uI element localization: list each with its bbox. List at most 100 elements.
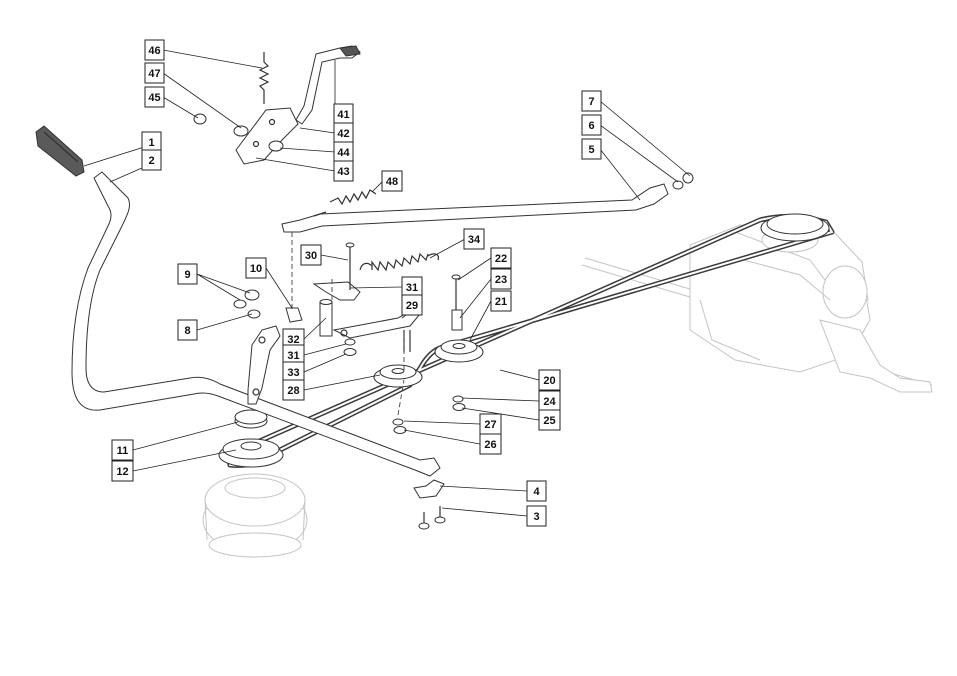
callout-label: 33 (287, 367, 299, 379)
washers-31-33 (343, 338, 357, 356)
washer-47 (233, 125, 249, 137)
callout-label: 22 (495, 253, 507, 265)
callout-label: 7 (588, 96, 594, 108)
callout-43: 43 (333, 160, 354, 182)
bracket-4 (413, 479, 445, 499)
callout-label: 41 (337, 109, 349, 121)
callout-label: 10 (250, 263, 262, 275)
callout-3: 3 (526, 505, 547, 527)
callout-label: 11 (117, 445, 129, 457)
callout-label: 8 (184, 325, 190, 337)
callout-12: 12 (111, 460, 134, 482)
callout-23: 23 (490, 268, 512, 290)
transmission-ghost (581, 219, 933, 393)
bushing-32 (319, 299, 333, 337)
callout-5: 5 (581, 138, 602, 160)
callout-label: 27 (484, 419, 496, 431)
callout-label: 43 (337, 166, 349, 178)
callout-41: 41 (333, 103, 354, 125)
callout-26: 26 (479, 433, 502, 455)
nut-45 (193, 113, 207, 125)
callout-label: 20 (543, 375, 555, 387)
callout-34: 34 (463, 228, 485, 250)
callout-45: 45 (144, 86, 165, 108)
callout-22: 22 (490, 247, 512, 269)
rod-dash-line (291, 232, 405, 416)
callout-30: 30 (300, 244, 322, 266)
callout-7: 7 (581, 90, 602, 112)
callout-44: 44 (333, 141, 354, 163)
spacer-23 (451, 309, 463, 331)
callout-label: 25 (543, 415, 555, 427)
knob-44 (268, 140, 284, 152)
callout-32: 32 (282, 328, 305, 350)
callout-2: 2 (141, 149, 162, 171)
callout-29: 29 (401, 294, 423, 316)
callout-label: 24 (543, 396, 556, 408)
callout-label: 3 (533, 511, 539, 523)
screws-3 (418, 506, 446, 530)
callout-31a: 31 (401, 276, 423, 298)
spring-48 (329, 189, 377, 206)
callout-46: 46 (144, 39, 165, 61)
callout-4: 4 (526, 480, 547, 502)
washer-8 (247, 309, 261, 319)
callout-label: 31 (287, 350, 299, 362)
callout-label: 47 (148, 68, 160, 80)
callout-42: 42 (333, 122, 354, 144)
pin-10 (285, 307, 303, 323)
callout-label: 30 (305, 250, 317, 262)
pedal-lever (71, 171, 441, 477)
fittings-6-7 (672, 172, 694, 190)
idler-pulley-28 (373, 364, 423, 388)
callout-label: 46 (148, 45, 160, 57)
electric-clutch-ghost (202, 473, 308, 558)
callout-21: 21 (490, 290, 512, 312)
washers-9 (233, 289, 260, 309)
callout-label: 31 (406, 282, 418, 294)
callout-20: 20 (538, 369, 561, 391)
callout-label: 45 (148, 92, 160, 104)
rod-5 (281, 183, 669, 233)
pin-29 (403, 330, 411, 352)
callout-label: 48 (386, 176, 398, 188)
callouts: 46 47 45 41 42 44 43 1 2 48 7 6 5 34 30 … (111, 39, 602, 527)
callout-label: 1 (148, 137, 154, 149)
lever-41 (295, 45, 361, 125)
washers-24-25 (452, 395, 466, 411)
callout-28: 28 (282, 379, 305, 401)
callout-label: 42 (337, 128, 349, 140)
callout-label: 2 (148, 155, 154, 167)
callout-1: 1 (141, 131, 162, 153)
callout-label: 5 (588, 144, 594, 156)
callout-25: 25 (538, 409, 561, 431)
bolt-22 (451, 274, 461, 310)
leader-lines (83, 49, 691, 517)
bracket-10 (247, 325, 281, 405)
callout-label: 26 (484, 439, 496, 451)
callout-48: 48 (381, 170, 403, 192)
bracket-31 (312, 281, 361, 301)
spring-34 (359, 252, 439, 272)
callout-27: 27 (479, 413, 502, 435)
spring-46 (258, 52, 270, 104)
callout-label: 34 (468, 234, 481, 246)
callout-6: 6 (581, 114, 602, 136)
callout-label: 44 (337, 147, 350, 159)
callout-label: 4 (533, 486, 540, 498)
callout-label: 9 (184, 269, 190, 281)
callout-label: 12 (116, 466, 128, 478)
callout-24: 24 (538, 390, 561, 412)
plate-47 (235, 107, 299, 165)
engine-pulley (218, 438, 284, 468)
callout-10: 10 (245, 257, 267, 279)
transmission-pulley (760, 213, 830, 242)
callout-47: 47 (144, 62, 165, 84)
callout-9: 9 (177, 263, 198, 285)
callout-label: 21 (495, 296, 507, 308)
callout-33: 33 (282, 361, 305, 383)
callout-8: 8 (177, 319, 198, 341)
bolt-30 (345, 242, 355, 290)
callout-label: 23 (495, 274, 507, 286)
